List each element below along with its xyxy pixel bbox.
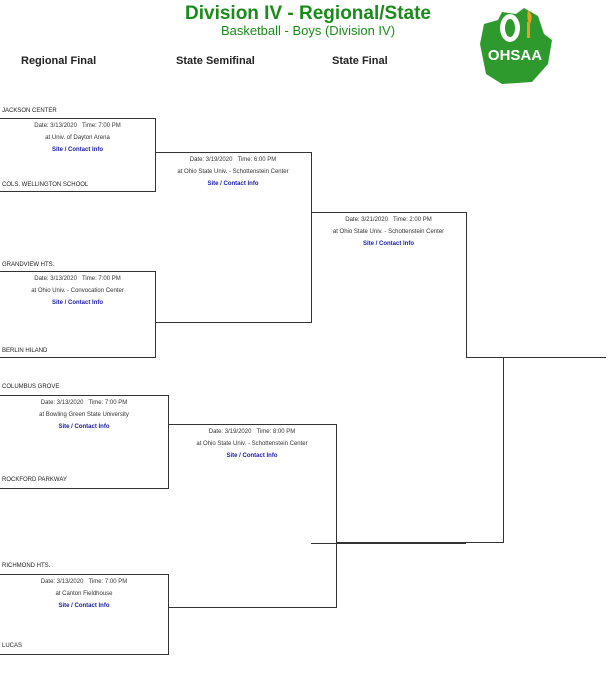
team-columbus-grove: COLUMBUS GROVE xyxy=(2,384,60,390)
game-info-semifinal-1: Date: 3/19/2020 Time: 6:00 PM at Ohio St… xyxy=(155,154,311,190)
bracket-line-champion xyxy=(466,357,606,358)
game-info-regional-4: Date: 3/13/2020 Time: 7:00 PM at Canton … xyxy=(0,576,168,612)
game-box-regional-3 xyxy=(0,395,169,489)
site-contact-link[interactable]: Site / Contact Info xyxy=(58,603,110,609)
team-jackson-center: JACKSON CENTER xyxy=(2,108,57,114)
team-rockford-parkway: ROCKFORD PARKWAY xyxy=(2,477,67,483)
game-box-regional-1 xyxy=(0,118,156,192)
game-info-regional-1: Date: 3/13/2020 Time: 7:00 PM at Univ. o… xyxy=(0,120,155,156)
game-info-state-final: Date: 3/21/2020 Time: 2:00 PM at Ohio St… xyxy=(311,214,466,250)
bracket-line xyxy=(503,357,504,543)
team-cols-wellington-school: COLS. WELLINGTON SCHOOL xyxy=(2,182,89,188)
game-info-regional-3: Date: 3/13/2020 Time: 7:00 PM at Bowling… xyxy=(0,397,168,433)
page-title: Division IV - Regional/State xyxy=(185,3,431,24)
logo-text: OHSAA xyxy=(488,47,542,64)
site-contact-link[interactable]: Site / Contact Info xyxy=(58,424,110,430)
bracket-line xyxy=(466,212,467,357)
team-lucas: LUCAS xyxy=(2,643,23,649)
round-header-state-semifinal: State Semifinal xyxy=(176,55,255,67)
ohsaa-logo: OHSAA xyxy=(480,8,552,84)
game-info-regional-2: Date: 3/13/2020 Time: 7:00 PM at Ohio Un… xyxy=(0,273,155,309)
game-box-state-final xyxy=(311,212,466,544)
game-box-regional-4 xyxy=(0,574,169,655)
bracket-line xyxy=(336,542,504,543)
game-info-semifinal-2: Date: 3/19/2020 Time: 8:00 PM at Ohio St… xyxy=(168,426,336,462)
round-header-regional-final: Regional Final xyxy=(21,55,97,67)
team-berlin-hiland: BERLIN HILAND xyxy=(2,348,48,354)
page-subtitle: Basketball - Boys (Division IV) xyxy=(220,23,396,38)
game-box-semifinal-2 xyxy=(168,424,337,608)
site-contact-link[interactable]: Site / Contact Info xyxy=(207,181,259,187)
site-contact-link[interactable]: Site / Contact Info xyxy=(52,300,103,306)
round-header-state-final: State Final xyxy=(332,55,388,67)
game-box-semifinal-1 xyxy=(155,152,312,323)
site-contact-link[interactable]: Site / Contact Info xyxy=(363,241,414,247)
team-grandview-hts: GRANDVIEW HTS. xyxy=(2,262,55,268)
game-box-regional-2 xyxy=(0,271,156,358)
team-richmond-hts: RICHMOND HTS. xyxy=(2,563,51,569)
site-contact-link[interactable]: Site / Contact Info xyxy=(52,147,103,153)
site-contact-link[interactable]: Site / Contact Info xyxy=(226,453,278,459)
